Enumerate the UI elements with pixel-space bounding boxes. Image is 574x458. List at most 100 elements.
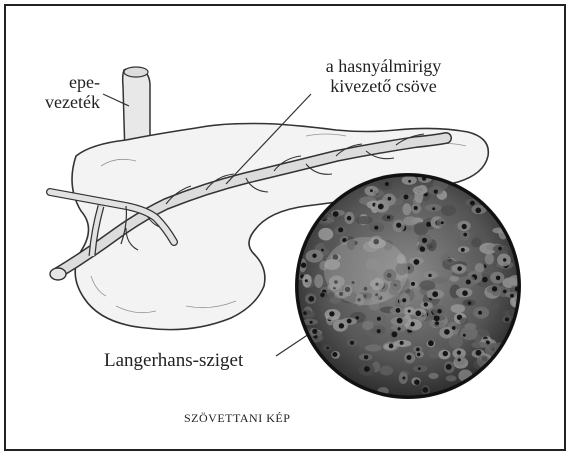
tissue-cell [490, 302, 499, 310]
cell-nucleus [416, 311, 422, 317]
cell-nucleus [338, 227, 343, 232]
cell-nucleus [377, 329, 381, 333]
cell-nucleus [434, 315, 440, 321]
label-pancreatic-duct-line1: a hasnyálmirigy [296, 56, 471, 76]
cell-nucleus [414, 379, 420, 385]
cell-nucleus [435, 321, 439, 325]
cell-nucleus [378, 204, 384, 210]
tissue-cell [485, 253, 494, 264]
cell-nucleus [441, 221, 444, 224]
cell-nucleus [503, 290, 507, 294]
tissue-cell [471, 238, 481, 248]
cell-nucleus [463, 334, 466, 337]
tissue-cell [362, 321, 373, 330]
tissue-cell [449, 335, 463, 349]
label-histology: SZÖVETTANI KÉP [184, 408, 290, 428]
cell-nucleus [320, 293, 324, 297]
cell-nucleus [418, 367, 421, 370]
label-bile-duct-line1: epe- [20, 72, 100, 92]
cell-nucleus [417, 353, 421, 357]
cell-nucleus [416, 348, 420, 352]
cell-nucleus [347, 216, 352, 221]
cell-nucleus [398, 327, 401, 330]
cell-nucleus [397, 318, 403, 324]
cell-nucleus [482, 277, 488, 283]
tissue-cell [365, 344, 382, 351]
cell-nucleus [462, 224, 467, 229]
cell-nucleus [458, 358, 461, 361]
label-pancreatic-duct: a hasnyálmirigy kivezető csöve [296, 56, 471, 96]
histology-circle [294, 173, 525, 399]
cell-nucleus [414, 259, 420, 265]
cell-nucleus [364, 355, 368, 359]
cell-nucleus [496, 276, 501, 281]
label-pancreatic-duct-line2: kivezető csöve [296, 76, 471, 96]
label-bile-duct: epe- vezeték [20, 72, 100, 112]
tissue-cell [428, 373, 438, 379]
cell-nucleus [503, 258, 506, 261]
cell-nucleus [332, 352, 337, 357]
tissue-cell [451, 304, 466, 313]
cell-nucleus [407, 355, 412, 360]
cell-nucleus [333, 211, 339, 217]
label-bile-duct-line2: vezeték [20, 92, 100, 112]
cell-nucleus [420, 246, 425, 251]
tissue-cell [446, 375, 457, 381]
cell-nucleus [432, 207, 435, 210]
cell-nucleus [510, 294, 514, 298]
cell-nucleus [437, 309, 442, 314]
cell-nucleus [396, 308, 401, 313]
figure-frame: epe- vezeték a hasnyálmirigy kivezető cs… [4, 4, 566, 451]
cell-nucleus [356, 316, 359, 319]
cell-nucleus [478, 311, 482, 315]
cell-nucleus [388, 197, 392, 201]
cell-nucleus [404, 195, 409, 200]
cell-nucleus [428, 340, 434, 346]
cell-nucleus [301, 263, 306, 268]
cell-nucleus [476, 208, 482, 214]
tissue-cell [459, 318, 468, 325]
cell-nucleus [463, 233, 467, 237]
cell-nucleus [370, 189, 373, 192]
cell-nucleus [392, 332, 398, 338]
cell-nucleus [414, 206, 418, 210]
cell-nucleus [347, 319, 352, 324]
cell-nucleus [422, 387, 428, 393]
cell-nucleus [312, 329, 317, 334]
cell-nucleus [468, 301, 472, 305]
tissue-cell [356, 216, 373, 224]
cell-nucleus [309, 296, 315, 302]
cell-nucleus [321, 249, 324, 252]
cell-nucleus [312, 254, 316, 258]
cell-nucleus [326, 347, 329, 350]
cell-nucleus [339, 323, 344, 328]
cell-nucleus [389, 344, 394, 349]
cell-nucleus [443, 351, 448, 356]
tissue-cell [441, 205, 456, 216]
label-langerhans-islet: Langerhans-sziget [104, 351, 243, 371]
cell-nucleus [402, 298, 406, 302]
cell-nucleus [364, 366, 370, 372]
cell-nucleus [461, 248, 465, 252]
langerhans-islet-region [324, 237, 408, 305]
tissue-cell [478, 330, 489, 337]
cell-nucleus [462, 290, 468, 296]
cell-nucleus [476, 350, 482, 356]
tissue-cell [380, 366, 393, 376]
cell-nucleus [310, 321, 313, 324]
cell-nucleus [492, 286, 497, 291]
cell-nucleus [374, 226, 378, 230]
cell-nucleus [408, 180, 411, 183]
cell-nucleus [457, 266, 462, 271]
cell-nucleus [387, 216, 390, 219]
cell-nucleus [411, 282, 415, 286]
cell-nucleus [402, 377, 405, 380]
tissue-cell [419, 280, 435, 290]
tissue-cell [402, 203, 411, 215]
cell-nucleus [452, 326, 456, 330]
cell-nucleus [428, 274, 431, 277]
tissue-cell [403, 216, 417, 225]
tissue-cell [472, 342, 488, 349]
cell-nucleus [446, 364, 452, 370]
tissue-cell [314, 274, 323, 288]
